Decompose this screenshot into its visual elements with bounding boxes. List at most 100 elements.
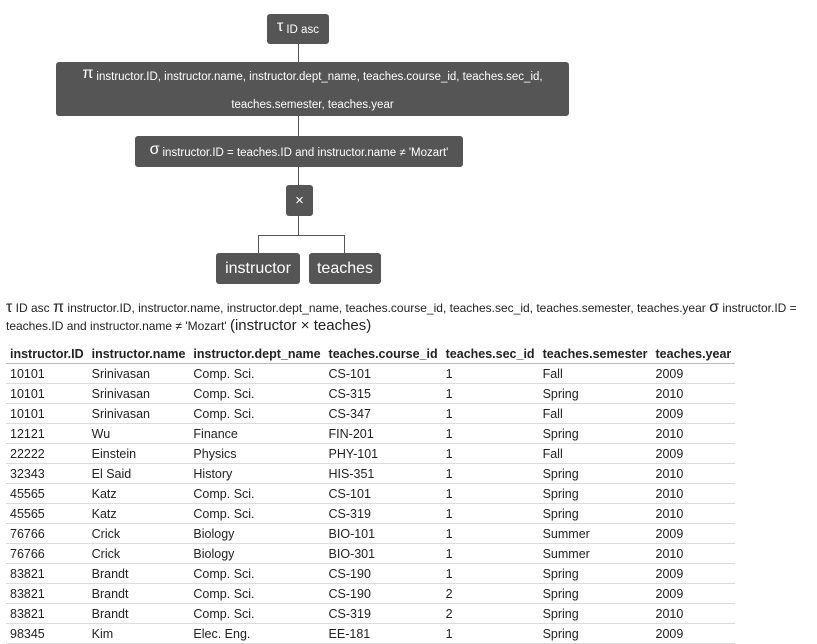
instructor-label: instructor <box>225 259 291 277</box>
table-cell: 32343 <box>6 463 88 484</box>
table-cell: CS-101 <box>324 483 442 504</box>
table-cell: 2009 <box>651 563 736 584</box>
table-cell: Spring <box>538 603 652 624</box>
table-cell: CS-315 <box>324 383 442 404</box>
table-cell: 45565 <box>6 483 88 504</box>
table-cell: CS-190 <box>324 583 442 604</box>
table-cell: 10101 <box>6 403 88 424</box>
column-header: instructor.ID <box>6 344 88 364</box>
projection-node[interactable]: π instructor.ID, instructor.name, instru… <box>56 62 569 116</box>
table-cell: 2009 <box>651 363 736 384</box>
table-cell: Comp. Sci. <box>189 363 325 384</box>
table-cell: 45565 <box>6 503 88 524</box>
expr-sigma: σ <box>709 299 719 316</box>
table-cell: Srinivasan <box>87 403 190 424</box>
expr-pi: π <box>53 299 65 316</box>
table-cell: 83821 <box>6 583 88 604</box>
table-cell: 1 <box>441 523 539 544</box>
table-cell: 1 <box>441 403 539 424</box>
table-cell: Spring <box>538 583 652 604</box>
cross-symbol: × <box>295 192 304 209</box>
table-cell: History <box>189 463 325 484</box>
table-cell: Biology <box>189 523 325 544</box>
table-cell: 2010 <box>651 463 736 484</box>
column-header: instructor.name <box>87 344 190 364</box>
table-cell: 76766 <box>6 543 88 564</box>
table-cell: Spring <box>538 563 652 584</box>
table-cell: Fall <box>538 443 652 464</box>
table-cell: 83821 <box>6 563 88 584</box>
table-cell: Comp. Sci. <box>189 603 325 624</box>
table-cell: Brandt <box>87 603 190 624</box>
table-cell: 22222 <box>6 443 88 464</box>
table-cell: 10101 <box>6 383 88 404</box>
cross-product-node[interactable]: × <box>286 185 313 216</box>
table-cell: Crick <box>87 523 190 544</box>
table-cell: Brandt <box>87 563 190 584</box>
table-cell: 2010 <box>651 603 736 624</box>
table-cell: CS-319 <box>324 503 442 524</box>
teaches-relation-node[interactable]: teaches <box>309 253 381 284</box>
column-header: teaches.semester <box>538 344 652 364</box>
table-cell: El Said <box>87 463 190 484</box>
sigma-symbol: σ <box>149 140 160 158</box>
table-cell: 2 <box>441 583 539 604</box>
table-cell: Biology <box>189 543 325 564</box>
table-cell: 2009 <box>651 583 736 604</box>
selection-label: instructor.ID = teaches.ID and instructo… <box>162 146 449 159</box>
table-cell: Katz <box>87 503 190 524</box>
edge-left-leaf <box>258 235 259 253</box>
edge-projection-selection <box>298 116 299 136</box>
table-cell: 1 <box>441 563 539 584</box>
table-cell: CS-190 <box>324 563 442 584</box>
table-cell: PHY-101 <box>324 443 442 464</box>
table-cell: 2010 <box>651 383 736 404</box>
table-cell: BIO-301 <box>324 543 442 564</box>
instructor-relation-node[interactable]: instructor <box>216 253 300 284</box>
table-cell: Fall <box>538 363 652 384</box>
column-header: teaches.course_id <box>324 344 442 364</box>
table-cell: Wu <box>87 423 190 444</box>
relational-algebra-expression: τ ID asc π instructor.ID, instructor.nam… <box>6 299 811 335</box>
table-cell: 10101 <box>6 363 88 384</box>
table-cell: Spring <box>538 463 652 484</box>
table-cell: Physics <box>189 443 325 464</box>
table-cell: Katz <box>87 483 190 504</box>
table-cell: 1 <box>441 463 539 484</box>
table-cell: HIS-351 <box>324 463 442 484</box>
table-cell: Comp. Sci. <box>189 403 325 424</box>
table-cell: 2010 <box>651 423 736 444</box>
edge-cross-down <box>298 216 299 235</box>
expr-pi-sub: instructor.ID, instructor.name, instruct… <box>67 301 706 315</box>
tau-symbol: τ <box>277 18 284 35</box>
table-cell: 2010 <box>651 543 736 564</box>
selection-node[interactable]: σ instructor.ID = teaches.ID and instruc… <box>135 136 463 167</box>
column-header: teaches.year <box>651 344 736 364</box>
table-cell: 1 <box>441 383 539 404</box>
column-header: teaches.sec_id <box>441 344 539 364</box>
table-cell: Srinivasan <box>87 383 190 404</box>
expr-tau: τ <box>6 299 13 316</box>
table-cell: CS-347 <box>324 403 442 424</box>
table-cell: 1 <box>441 363 539 384</box>
table-cell: Spring <box>538 483 652 504</box>
table-cell: Fall <box>538 403 652 424</box>
table-cell: 83821 <box>6 603 88 624</box>
table-cell: 1 <box>441 423 539 444</box>
table-cell: 2010 <box>651 483 736 504</box>
table-cell: Crick <box>87 543 190 564</box>
sort-node[interactable]: τ ID asc <box>267 14 329 44</box>
expr-sigma-sub: instructor.ID = teaches.ID and instructo… <box>6 301 797 333</box>
table-cell: 2 <box>441 603 539 624</box>
table-cell: 2009 <box>651 523 736 544</box>
